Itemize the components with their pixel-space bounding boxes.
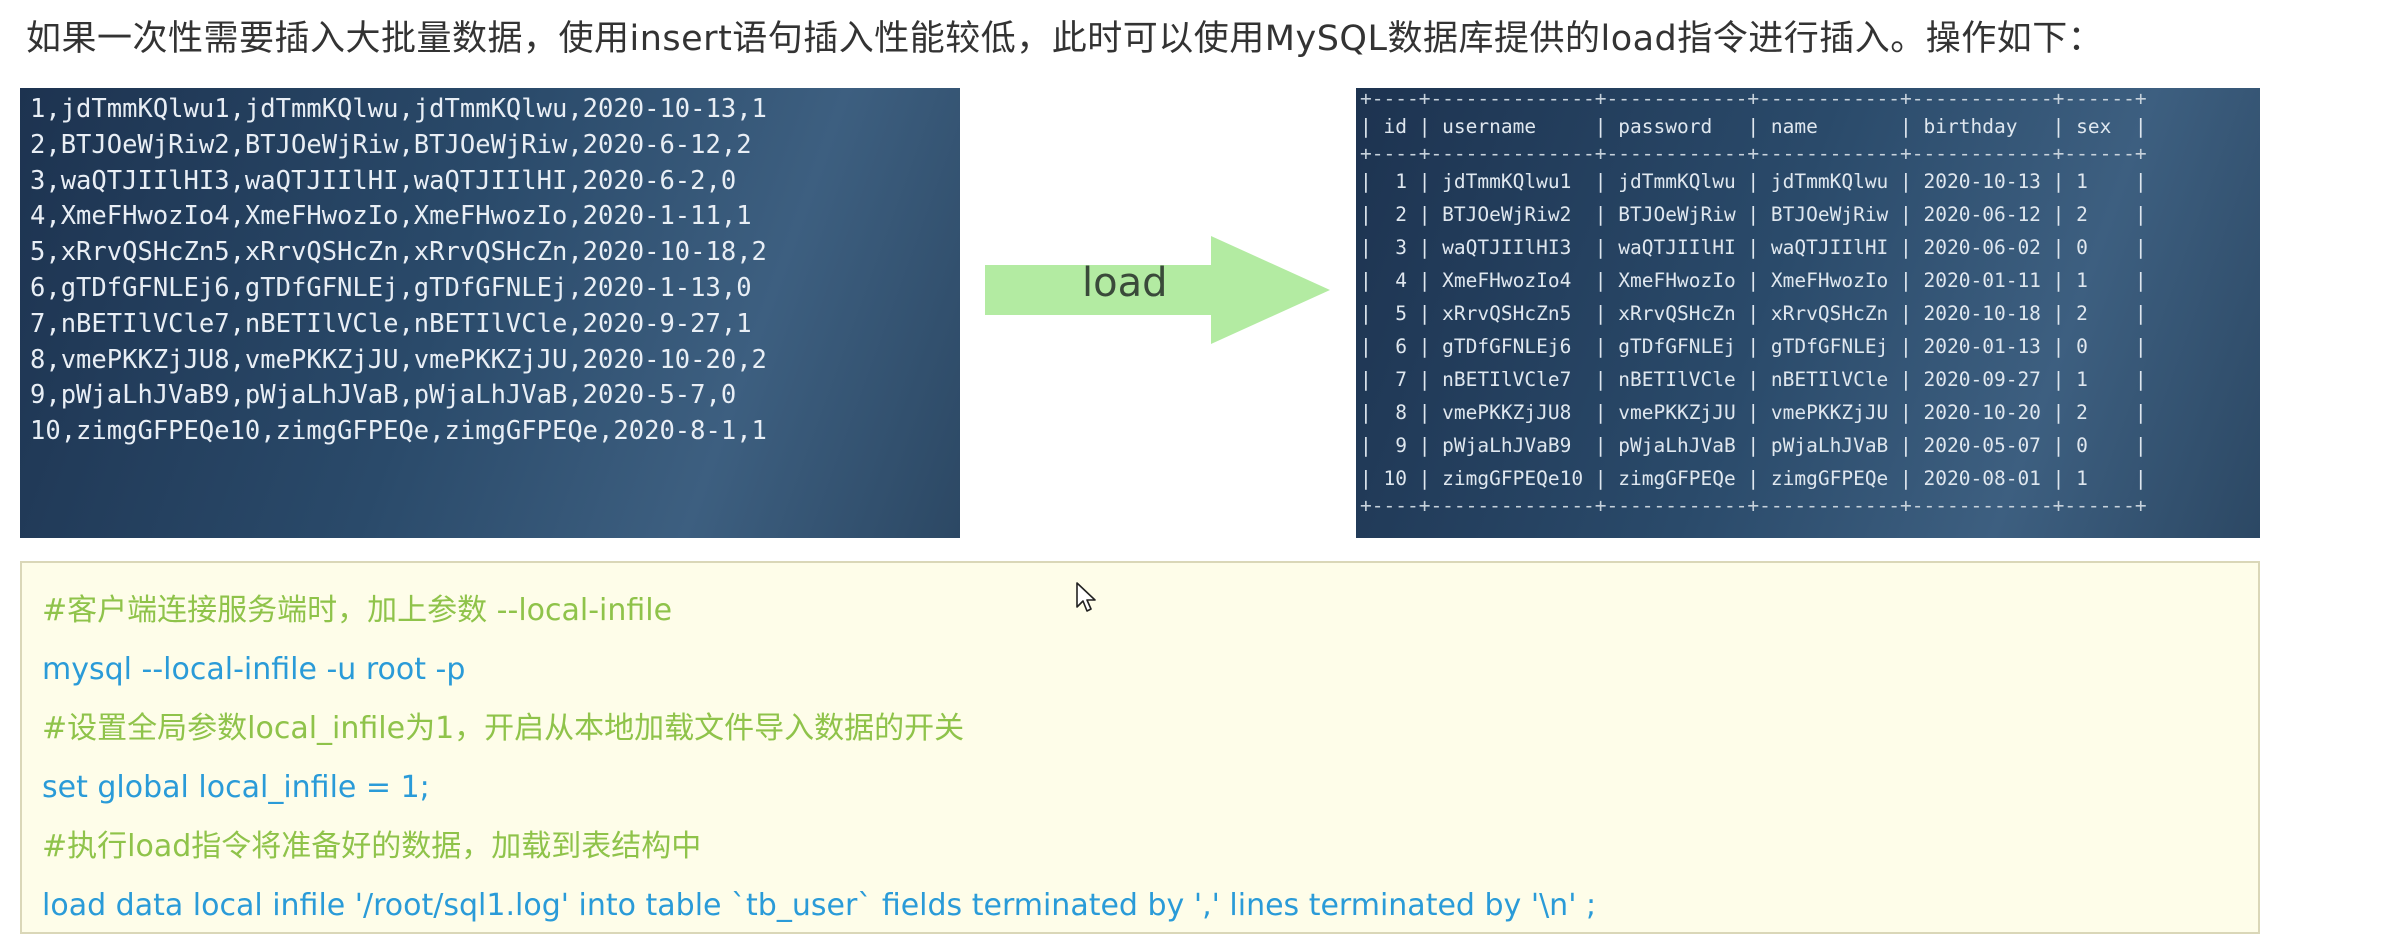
table-row: | 10 | zimgGFPEQe10 | zimgGFPEQe | zimgG… [1360, 467, 2147, 490]
table-border: +----+--------------+------------+------… [1360, 88, 2147, 110]
code-command: set global local_infile = 1; [42, 770, 430, 805]
code-command: mysql --local-infile -u root -p [42, 652, 466, 687]
table-row: | 3 | waQTJIIlHI3 | waQTJIIlHI | waQTJII… [1360, 236, 2147, 259]
code-command: load data local infile '/root/sql1.log' … [42, 888, 1597, 923]
code-comment: #执行load指令将准备好的数据，加载到表结构中 [42, 829, 702, 864]
table-row: | 6 | gTDfGFNLEj6 | gTDfGFNLEj | gTDfGFN… [1360, 335, 2147, 358]
csv-line: 6,gTDfGFNLEj6,gTDfGFNLEj,gTDfGFNLEj,2020… [30, 272, 752, 303]
table-row: | 4 | XmeFHwozIo4 | XmeFHwozIo | XmeFHwo… [1360, 269, 2147, 292]
page-title: 如果一次性需要插入大批量数据，使用insert语句插入性能较低，此时可以使用My… [26, 19, 2104, 59]
table-row: | 1 | jdTmmKQlwu1 | jdTmmKQlwu | jdTmmKQ… [1360, 170, 2147, 193]
code-block: #客户端连接服务端时，加上参数 --local-infile mysql --l… [20, 561, 2260, 934]
db-table-screenshot: +----+--------------+------------+------… [1356, 88, 2260, 538]
code-comment: #设置全局参数local_infile为1，开启从本地加载文件导入数据的开关 [42, 711, 965, 746]
csv-data-screenshot: 1,jdTmmKQlwu1,jdTmmKQlwu,jdTmmKQlwu,2020… [20, 88, 960, 538]
mouse-cursor-icon [1076, 582, 1098, 618]
table-border: +----+--------------+------------+------… [1360, 142, 2147, 165]
csv-line: 5,xRrvQSHcZn5,xRrvQSHcZn,xRrvQSHcZn,2020… [30, 237, 767, 268]
table-border: +----+--------------+------------+------… [1360, 494, 2147, 517]
arrow-label: load [1082, 260, 1168, 306]
table-row: | 8 | vmePKKZjJU8 | vmePKKZjJU | vmePKKZ… [1360, 401, 2147, 424]
arrow-right-icon [985, 236, 1330, 344]
load-arrow: load [985, 236, 1330, 344]
csv-line: 9,pWjaLhJVaB9,pWjaLhJVaB,pWjaLhJVaB,2020… [30, 380, 737, 411]
csv-line: 10,zimgGFPEQe10,zimgGFPEQe,zimgGFPEQe,20… [30, 416, 767, 447]
table-row: | 2 | BTJOeWjRiw2 | BTJOeWjRiw | BTJOeWj… [1360, 203, 2147, 226]
table-row: | 9 | pWjaLhJVaB9 | pWjaLhJVaB | pWjaLhJ… [1360, 434, 2147, 457]
table-row: | 5 | xRrvQSHcZn5 | xRrvQSHcZn | xRrvQSH… [1360, 302, 2147, 325]
csv-line: 3,waQTJIIlHI3,waQTJIIlHI,waQTJIIlHI,2020… [30, 165, 737, 196]
table-header: | id | username | password | name | birt… [1360, 115, 2147, 138]
code-comment: #客户端连接服务端时，加上参数 --local-infile [42, 593, 673, 628]
csv-line: 8,vmePKKZjJU8,vmePKKZjJU,vmePKKZjJU,2020… [30, 344, 767, 375]
csv-line: 1,jdTmmKQlwu1,jdTmmKQlwu,jdTmmKQlwu,2020… [30, 94, 767, 124]
csv-line: 4,XmeFHwozIo4,XmeFHwozIo,XmeFHwozIo,2020… [30, 201, 752, 232]
csv-line: 2,BTJOeWjRiw2,BTJOeWjRiw,BTJOeWjRiw,2020… [30, 129, 752, 160]
csv-line: 7,nBETIlVCle7,nBETIlVCle,nBETIlVCle,2020… [30, 308, 752, 339]
table-row: | 7 | nBETIlVCle7 | nBETIlVCle | nBETIlV… [1360, 368, 2147, 391]
